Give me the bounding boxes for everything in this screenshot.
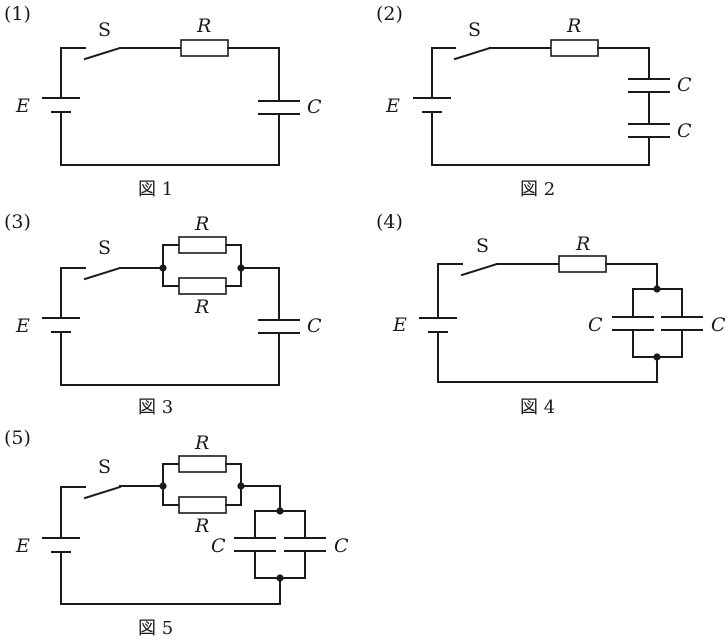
circuit-2: (2) E S R C C 図 2 [376,3,692,200]
circuit-3-wire [225,267,242,287]
circuit-5-caption: 図 5 [138,618,173,639]
circuit-5-wire [60,577,281,605]
circuit-1-wire [227,47,280,102]
circuit-5-switch-label: S [98,456,111,478]
circuit-4-capacitor-left-label: C [588,314,603,336]
circuit-4-switch [460,262,499,277]
circuit-3-resistor-bottom [178,277,227,295]
circuit-2-switch [453,46,492,61]
circuit-5-wire [254,510,306,539]
circuit-3-wire [225,244,242,269]
circuit-1-caption: 図 1 [138,179,173,200]
circuit-5-capacitor-right-label: C [334,535,349,557]
circuit-5-wire [240,485,281,512]
circuit-3-wire [60,267,86,319]
circuit-1-switch-label: S [98,19,111,41]
circuit-2-wire [431,136,650,166]
circuit-5-resistor-top-label: R [194,432,209,454]
circuit-5-capacitor-left-label: C [211,535,226,557]
circuit-5-battery-label: E [15,535,30,557]
circuit-5-wire [225,463,242,487]
circuit-5-number: (5) [4,427,31,449]
circuit-3-resistor-bottom-label: R [194,296,209,318]
circuit-2-battery-label: E [385,95,400,117]
circuit-1-battery-label: E [15,95,30,117]
circuit-5-switch [83,485,122,500]
circuit-3-switch-label: S [98,237,111,259]
circuit-4-resistor-label: R [575,233,590,255]
circuit-3-switch [83,266,122,281]
circuit-4-caption: 図 4 [520,397,555,418]
circuit-2-switch-label: S [468,19,481,41]
circuit-5: (5) E S R R C C 図 5 [4,427,349,639]
circuit-1: (1) E S R C 図 1 [4,3,322,200]
circuit-2-resistor [550,39,599,57]
circuit-3-capacitor-label: C [307,315,322,337]
circuit-3: (3) E S R R C 図 3 [4,211,322,418]
circuit-1-wire [60,113,280,166]
circuit-4-capacitor-right-label: C [711,314,726,336]
circuit-5-wire [162,485,180,506]
circuit-3-wire [162,244,180,269]
circuit-4-wire [605,263,658,290]
circuit-5-wire [162,463,180,487]
circuit-1-resistor-label: R [196,15,211,37]
circuit-4-resistor [558,255,607,273]
circuit-4-junction [653,285,661,293]
circuit-3-wire [60,332,280,386]
circuit-1-wire [60,47,86,99]
circuit-2-capacitor-2-label: C [677,120,692,142]
circuit-5-resistor-bottom [178,496,227,514]
circuit-1-switch [83,46,122,61]
circuit-3-battery-label: E [15,315,30,337]
circuit-3-number: (3) [4,211,31,233]
circuit-4-number: (4) [376,211,403,233]
circuit-3-wire [240,267,280,321]
circuit-1-number: (1) [4,3,31,25]
circuit-2-wire [597,47,650,80]
circuit-2-caption: 図 2 [520,179,555,200]
circuit-4-battery-label: E [392,314,407,336]
circuit-5-junction [276,507,284,515]
circuit-3-junction [159,264,167,272]
circuit-3-resistor-top [178,236,227,254]
circuit-5-resistor-bottom-label: R [194,515,209,537]
circuit-1-resistor [180,39,229,57]
circuit-5-wire [254,550,306,579]
circuit-3-resistor-top-label: R [194,213,209,235]
circuit-5-junction [159,482,167,490]
circuit-4-wire [437,263,463,319]
circuit-3-caption: 図 3 [138,397,173,418]
circuit-2-capacitor-1-label: C [677,74,692,96]
circuit-5-resistor-top [178,455,227,473]
circuit-1-capacitor-label: C [307,96,322,118]
circuit-2-resistor-label: R [566,15,581,37]
circuit-2-wire [431,47,456,99]
circuit-4-wire [632,329,683,358]
circuit-4-wire [632,288,683,318]
circuit-5-wire [60,486,86,539]
circuit-3-wire [162,267,180,287]
circuit-4-switch-label: S [476,235,489,257]
circuit-4-wire [437,356,658,383]
circuit-4: (4) E S R C C 図 4 [376,211,726,418]
circuit-5-wire [225,485,242,506]
circuit-2-number: (2) [376,3,403,25]
